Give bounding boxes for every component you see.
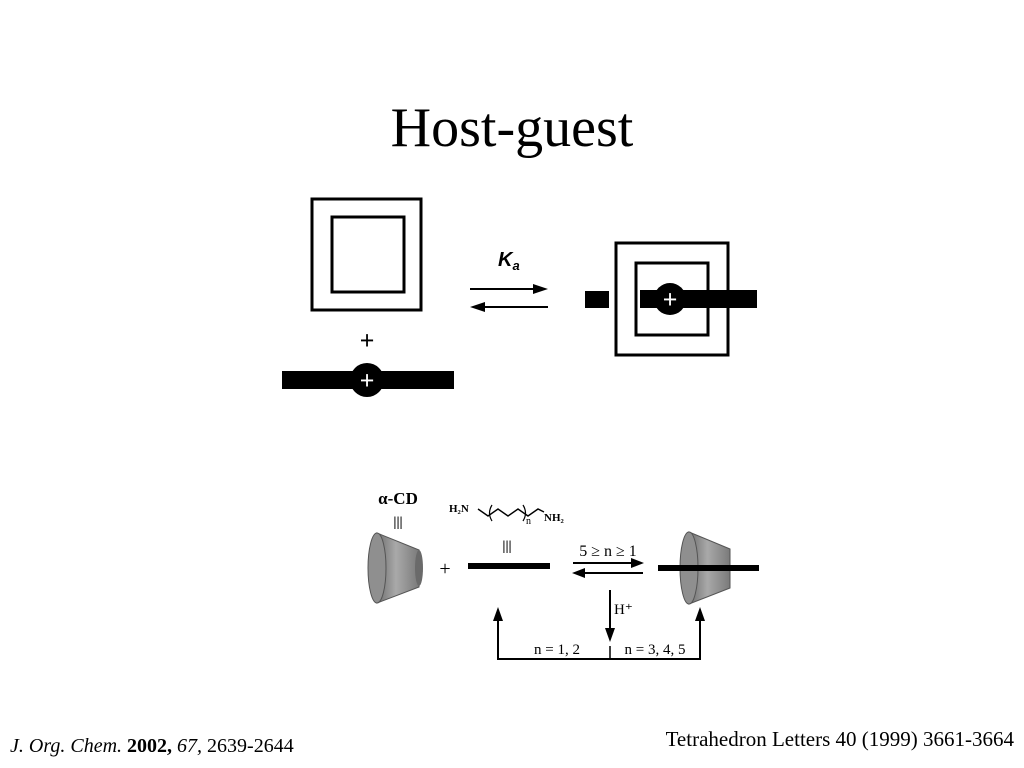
inclusion-complex-icon: + [585,241,757,357]
guest-equiv-sign: ||| [502,539,511,554]
guest-rod-icon [468,563,550,569]
guest-rod-icon: + [282,363,454,397]
guest-right-group: NH₂ [544,512,565,524]
guest-repeat-subscript: n [526,516,531,527]
acid-label: H⁺ [614,602,633,618]
pseudorotaxane-icon [658,531,759,605]
equilibrium-constant: Ka [498,249,520,273]
host-label: α-CD [378,489,418,508]
reference-right: Tetrahedron Letters 40 (1999) 3661-3664 [665,727,1014,751]
host-ring-icon [310,197,423,312]
branch-left-label: n = 1, 2 [534,642,580,658]
equilibrium-arrows-icon [572,558,644,578]
slide-title: Host-guest [390,97,634,159]
ref-left-year: 2002, [127,735,173,757]
reference-left: J. Org. Chem. 2002, 67, 2639-2644 [10,735,294,758]
reaction-condition: 5 ≥ n ≥ 1 [579,543,637,560]
guest-left-group: H₂N [449,503,469,515]
ka-subscript: a [512,258,519,273]
scheme1-plus: + [360,326,375,355]
ref-left-journal: J. Org. Chem. [10,735,123,757]
branch-bracket-icon [493,607,705,660]
equilibrium-arrows-icon [470,284,548,312]
branch-right-label: n = 3, 4, 5 [625,642,686,658]
ref-left-pages: 2639-2644 [207,735,294,757]
host-equiv-sign: ||| [393,515,402,530]
scheme-1: + + Ka + [282,197,757,397]
cyclodextrin-cone-icon [367,532,423,604]
scheme-2: α-CD ||| + H₂N NH₂ n ||| 5 ≥ n ≥ 1 [367,489,759,660]
guest-charge: + [360,366,375,395]
scheme2-plus: + [439,558,450,580]
diamine-structure: H₂N NH₂ n [449,503,565,527]
down-arrow-icon [605,590,615,642]
ref-left-volume: 67, [177,735,203,757]
alkyl-chain-icon [477,504,545,522]
complex-charge: + [663,285,678,314]
ka-symbol: K [498,249,514,271]
